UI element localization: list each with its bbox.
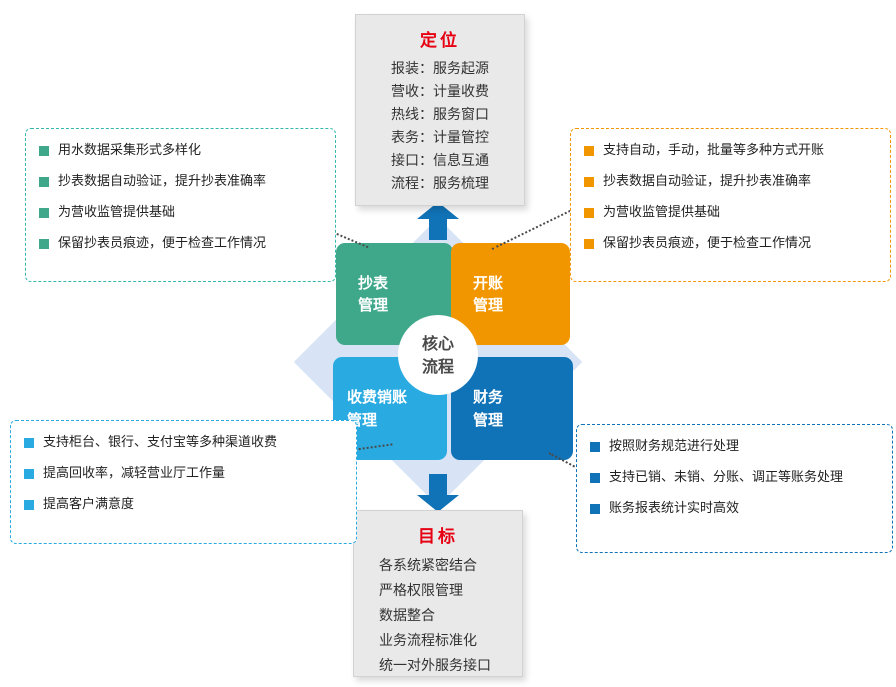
- up-arrow-icon: [417, 202, 459, 240]
- quadrant-meter-reading: 抄表管理: [336, 243, 453, 345]
- list-item-text: 账务报表统计实时高效: [609, 501, 740, 516]
- list-item: 提高客户满意度: [24, 496, 346, 514]
- bullet-icon: [584, 208, 594, 218]
- list-item-text: 提高客户满意度: [43, 497, 135, 512]
- list-item-text: 为营收监管提供基础: [603, 205, 721, 220]
- bullet-icon: [584, 177, 594, 187]
- down-arrow-icon: [417, 474, 459, 512]
- bullet-icon: [590, 473, 600, 483]
- positioning-line: 接口：信息互通: [391, 153, 489, 169]
- positioning-box: 定位 报装：服务起源 营收：计量收费 热线：服务窗口 表务：计量管控 接口：信息…: [355, 14, 525, 206]
- list-item: 用水数据采集形式多样化: [39, 142, 325, 160]
- list-item: 保留抄表员痕迹，便于检查工作情况: [39, 235, 325, 253]
- list-item-text: 用水数据采集形式多样化: [58, 143, 202, 158]
- goal-line: 严格权限管理: [379, 583, 463, 599]
- quadrant-label: 财务管理: [473, 388, 504, 429]
- goal-line: 各系统紧密结合: [379, 558, 477, 574]
- bullet-icon: [24, 469, 34, 479]
- list-item: 账务报表统计实时高效: [590, 500, 882, 518]
- goal-line: 统一对外服务接口: [379, 658, 491, 674]
- positioning-line: 流程：服务梳理: [391, 176, 489, 192]
- quadrant-finance: 财务管理: [451, 357, 573, 460]
- bullet-icon: [39, 239, 49, 249]
- list-item-text: 为营收监管提供基础: [58, 205, 176, 220]
- bullet-icon: [584, 146, 594, 156]
- goal-line: 业务流程标准化: [379, 633, 477, 649]
- list-item-text: 保留抄表员痕迹，便于检查工作情况: [58, 236, 267, 251]
- billing-panel: 支持自动，手动，批量等多种方式开账 抄表数据自动验证，提升抄表准确率 为营收监管…: [570, 128, 891, 282]
- quadrant-label: 抄表管理: [358, 273, 389, 315]
- bullet-icon: [590, 442, 600, 452]
- collection-panel: 支持柜台、银行、支付宝等多种渠道收费 提高回收率，减轻营业厅工作量 提高客户满意…: [10, 420, 357, 544]
- positioning-line: 热线：服务窗口: [391, 107, 489, 123]
- goal-title: 目标: [418, 527, 458, 547]
- list-item-text: 提高回收率，减轻营业厅工作量: [43, 466, 226, 481]
- positioning-line: 报装：服务起源: [391, 61, 489, 77]
- list-item-text: 抄表数据自动验证，提升抄表准确率: [58, 174, 267, 189]
- bullet-icon: [39, 146, 49, 156]
- quadrant-billing: 开账管理: [451, 243, 570, 345]
- list-item: 为营收监管提供基础: [39, 204, 325, 222]
- list-item-text: 按照财务规范进行处理: [609, 439, 740, 454]
- bullet-icon: [39, 208, 49, 218]
- meter-reading-panel: 用水数据采集形式多样化 抄表数据自动验证，提升抄表准确率 为营收监管提供基础 保…: [25, 128, 336, 282]
- list-item-text: 支持柜台、银行、支付宝等多种渠道收费: [43, 435, 278, 450]
- bullet-icon: [24, 500, 34, 510]
- list-item: 支持已销、未销、分账、调正等账务处理: [590, 469, 882, 487]
- goal-box: 目标 各系统紧密结合 严格权限管理 数据整合 业务流程标准化 统一对外服务接口: [353, 510, 523, 677]
- list-item-text: 抄表数据自动验证，提升抄表准确率: [603, 174, 812, 189]
- quadrant-label: 开账管理: [473, 273, 504, 315]
- core-process-circle: 核心流程: [398, 315, 478, 395]
- finance-panel: 按照财务规范进行处理 支持已销、未销、分账、调正等账务处理 账务报表统计实时高效: [576, 424, 893, 553]
- positioning-line: 表务：计量管控: [391, 130, 489, 146]
- positioning-title: 定位: [420, 31, 460, 51]
- list-item: 抄表数据自动验证，提升抄表准确率: [584, 173, 880, 191]
- list-item: 支持柜台、银行、支付宝等多种渠道收费: [24, 434, 346, 452]
- list-item-text: 支持已销、未销、分账、调正等账务处理: [609, 470, 844, 485]
- list-item: 保留抄表员痕迹，便于检查工作情况: [584, 235, 880, 253]
- quadrant-label: 收费销账管理: [347, 388, 408, 429]
- positioning-line: 营收：计量收费: [391, 84, 489, 100]
- list-item-text: 保留抄表员痕迹，便于检查工作情况: [603, 236, 812, 251]
- bullet-icon: [584, 239, 594, 249]
- list-item: 为营收监管提供基础: [584, 204, 880, 222]
- list-item: 抄表数据自动验证，提升抄表准确率: [39, 173, 325, 191]
- list-item: 提高回收率，减轻营业厅工作量: [24, 465, 346, 483]
- list-item: 支持自动，手动，批量等多种方式开账: [584, 142, 880, 160]
- core-process-label: 核心流程: [421, 333, 454, 376]
- goal-line: 数据整合: [379, 608, 435, 624]
- bullet-icon: [24, 438, 34, 448]
- bullet-icon: [590, 504, 600, 514]
- bullet-icon: [39, 177, 49, 187]
- list-item: 按照财务规范进行处理: [590, 438, 882, 456]
- list-item-text: 支持自动，手动，批量等多种方式开账: [603, 143, 825, 158]
